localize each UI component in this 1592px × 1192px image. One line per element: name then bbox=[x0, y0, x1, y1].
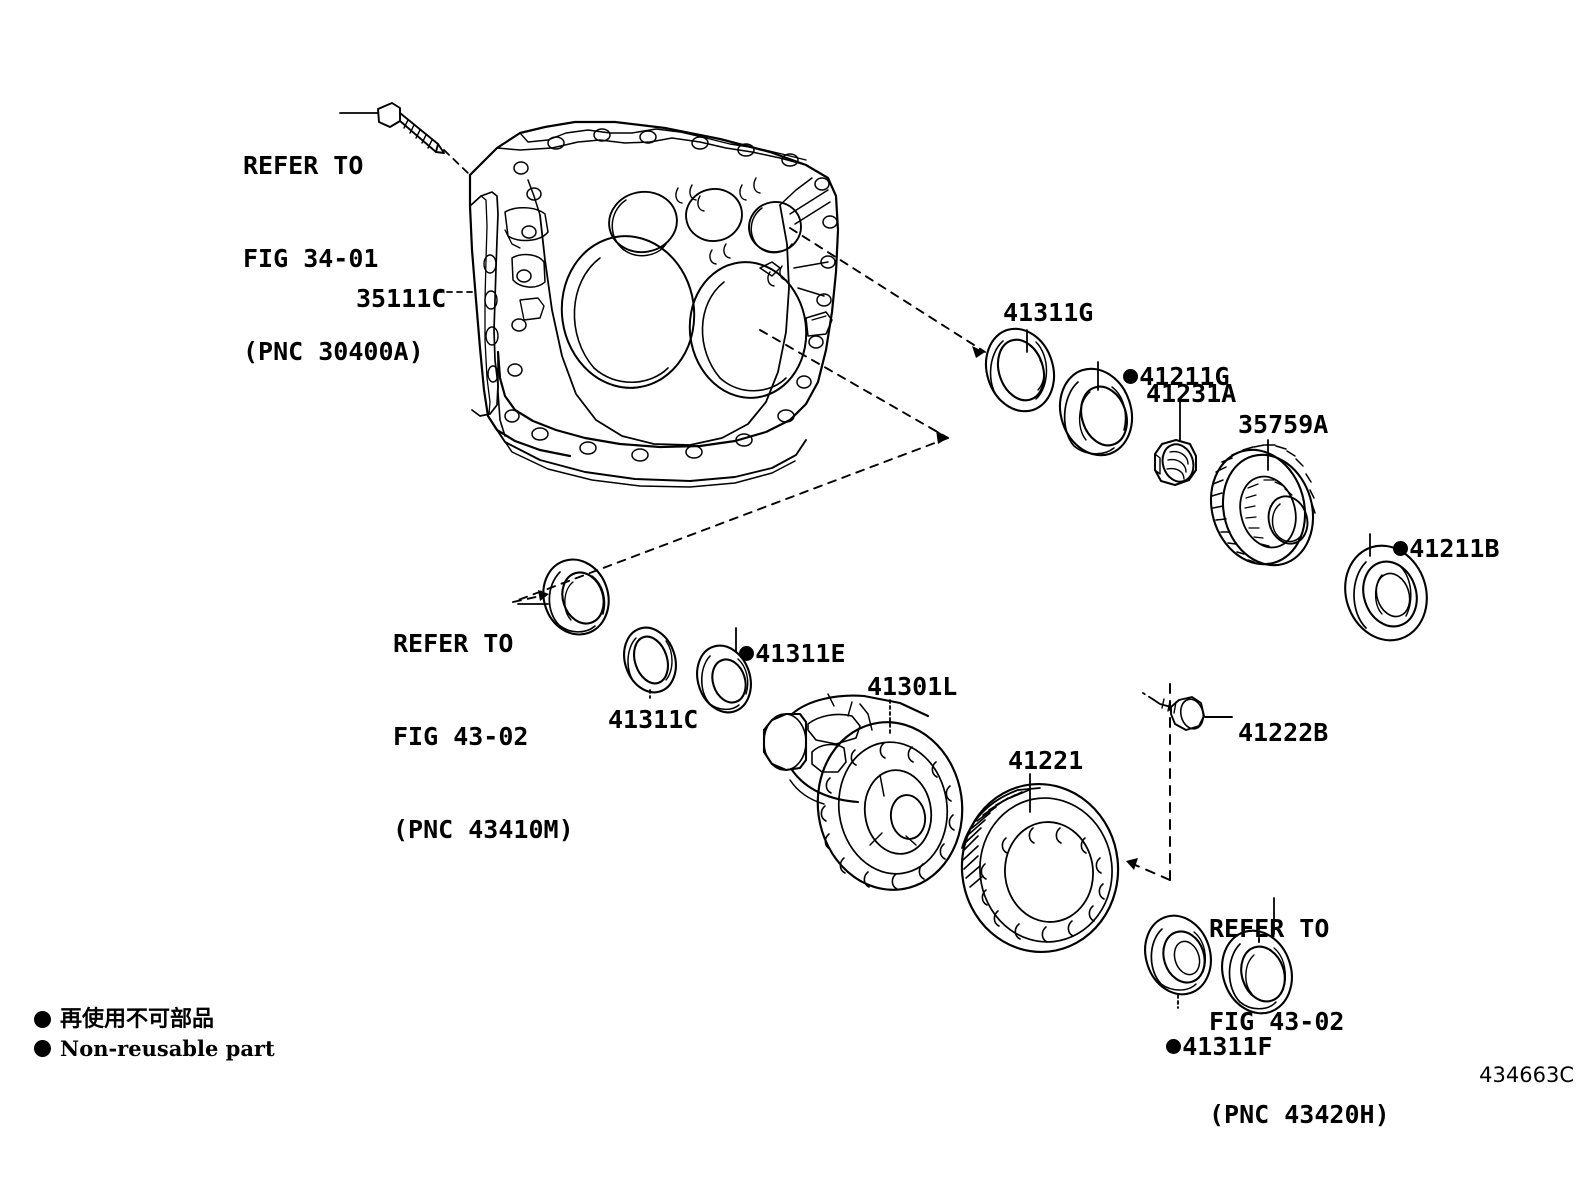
label-41311F: 41311F bbox=[1106, 1000, 1273, 1093]
label-41222B: 41222B bbox=[1238, 718, 1329, 747]
label-41311G: 41311G bbox=[1003, 298, 1094, 327]
label-41301L: 41301L bbox=[867, 672, 958, 701]
part-bolt-30400A bbox=[339, 102, 471, 176]
refer-43-02-b-line-2: FIG 43-02 bbox=[1209, 1007, 1345, 1036]
label-41311F-text: 41311F bbox=[1182, 1032, 1273, 1061]
refer-43-02-a-line-3: (PNC 43410M) bbox=[393, 815, 574, 844]
label-41311E: 41311E bbox=[679, 607, 846, 700]
refer-43-02-b-line-1: REFER TO bbox=[1209, 914, 1330, 943]
part-41311F-bearing bbox=[1144, 914, 1212, 1009]
part-41221-ring-gear bbox=[960, 773, 1120, 954]
label-41211B: 41211B bbox=[1333, 502, 1500, 595]
legend: 再使用不可部品 Non-reusable part bbox=[34, 1005, 275, 1063]
part-35759A-drive-gear bbox=[1209, 439, 1316, 567]
part-41211B-bearing bbox=[1344, 533, 1428, 642]
refer-34-01-line-3: (PNC 30400A) bbox=[243, 337, 424, 366]
part-41311G-ring bbox=[984, 327, 1056, 413]
non-reusable-marker-icon bbox=[1123, 369, 1139, 384]
refer-43-02-a-line-1: REFER TO bbox=[393, 629, 514, 658]
label-41311E-text: 41311E bbox=[755, 639, 846, 668]
part-35111C-transaxle-case bbox=[468, 120, 840, 488]
part-41311C-shim bbox=[623, 626, 677, 699]
part-41301L-differential-case bbox=[762, 693, 964, 891]
label-refer-fig-34-01: REFER TO FIG 34-01 (PNC 30400A) bbox=[243, 88, 424, 429]
label-41211G-text: 41211G bbox=[1139, 362, 1230, 391]
refer-43-02-a-line-2: FIG 43-02 bbox=[393, 722, 529, 751]
non-reusable-marker-icon bbox=[1166, 1039, 1182, 1054]
assembly-dashed-lines bbox=[512, 227, 986, 603]
legend-row-japanese: 再使用不可部品 bbox=[34, 1005, 275, 1034]
label-35759A: 35759A bbox=[1238, 410, 1329, 439]
label-41211G: 41211G bbox=[1063, 330, 1230, 423]
part-43420H-bearing bbox=[1221, 897, 1293, 1015]
non-reusable-marker-icon bbox=[1393, 541, 1409, 556]
label-41311C: 41311C bbox=[608, 705, 699, 734]
label-41221: 41221 bbox=[1008, 746, 1084, 775]
refer-34-01-line-1: REFER TO bbox=[243, 151, 364, 180]
non-reusable-marker-icon bbox=[34, 1011, 51, 1028]
legend-english-text: Non-reusable part bbox=[60, 1036, 275, 1061]
part-41231A-lock-nut bbox=[1154, 399, 1197, 486]
diagram-linework bbox=[339, 102, 1428, 1015]
arrow-41222B-to-ring bbox=[1126, 858, 1138, 870]
figure-code: 434663C bbox=[1479, 1063, 1574, 1087]
non-reusable-marker-icon bbox=[739, 646, 755, 661]
parts-diagram-canvas: REFER TO FIG 34-01 (PNC 30400A) 35111C 4… bbox=[34, 88, 1574, 1129]
non-reusable-marker-icon bbox=[34, 1040, 51, 1057]
part-43410M-oil-seal bbox=[517, 558, 610, 636]
label-41231A: 41231A bbox=[1146, 379, 1237, 408]
assembly-arrow-heads bbox=[538, 346, 985, 601]
part-41311E-bearing bbox=[696, 627, 752, 714]
label-refer-fig-43-02-a: REFER TO FIG 43-02 (PNC 43410M) bbox=[393, 566, 574, 907]
refer-34-01-line-2: FIG 34-01 bbox=[243, 244, 379, 273]
legend-row-english: Non-reusable part bbox=[34, 1034, 275, 1063]
label-35111C: 35111C bbox=[356, 284, 447, 313]
label-41211B-text: 41211B bbox=[1409, 534, 1500, 563]
refer-43-02-b-line-3: (PNC 43420H) bbox=[1209, 1100, 1390, 1129]
part-41211G-bearing bbox=[1058, 361, 1134, 457]
legend-japanese-text: 再使用不可部品 bbox=[60, 1007, 215, 1032]
